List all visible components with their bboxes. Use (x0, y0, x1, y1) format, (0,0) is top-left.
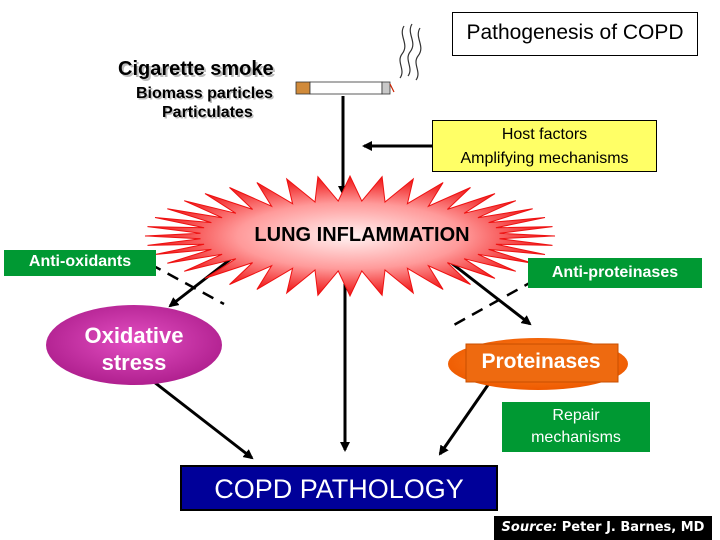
source-author: Peter J. Barnes, MD (561, 520, 705, 535)
host-factors-box: Host factors Amplifying mechanisms (432, 120, 657, 172)
oxidative-stress-label: Oxidative stress (52, 322, 216, 378)
diagram-title: Pathogenesis of COPD (452, 12, 698, 56)
arrow-oxidative-to-pathology (153, 380, 254, 460)
biomass-particles-label: Biomass particles (136, 85, 273, 102)
arrow-inflammation-to-oxidative (168, 256, 233, 308)
inflammation-starburst-shape (144, 174, 556, 298)
oxidative-label: Oxidative (84, 323, 184, 348)
mechanisms-label: mechanisms (531, 429, 621, 446)
arrow-proteinases-to-pathology (438, 381, 492, 456)
cigarette-icon (295, 81, 395, 95)
arrow-inflammation-to-proteinases (449, 260, 532, 326)
copd-pathology-box: COPD PATHOLOGY (180, 465, 498, 511)
lung-inflammation-label: LUNG INFLAMMATION (254, 224, 470, 246)
antioxidant-inhibition-line (149, 262, 225, 306)
inhibition-lines (149, 262, 536, 328)
anti-oxidants-box: Anti-oxidants (4, 250, 156, 276)
proteinases-label: Proteinases (481, 350, 601, 373)
antiproteinase-inhibition-line (451, 278, 536, 328)
host-factors-label: Host factors (501, 126, 588, 143)
stress-label: stress (101, 350, 167, 375)
source-credit: Source: Peter J. Barnes, MD (494, 516, 712, 540)
repair-label: Repair (552, 407, 600, 424)
diagram-arrows (153, 96, 532, 460)
amplifying-mechanisms-label: Amplifying mechanisms (460, 150, 629, 167)
proteinases-label-box (465, 343, 619, 383)
repair-mechanisms-box: Repair mechanisms (502, 402, 650, 452)
cigarette-smoke-label: Cigarette smoke (118, 58, 274, 80)
source-label: Source: (501, 520, 558, 535)
particulates-label: Particulates (162, 104, 253, 121)
smoke-wisps-icon (399, 23, 422, 81)
anti-proteinases-box: Anti-proteinases (528, 258, 702, 288)
oxidative-stress-ellipse (46, 305, 222, 385)
